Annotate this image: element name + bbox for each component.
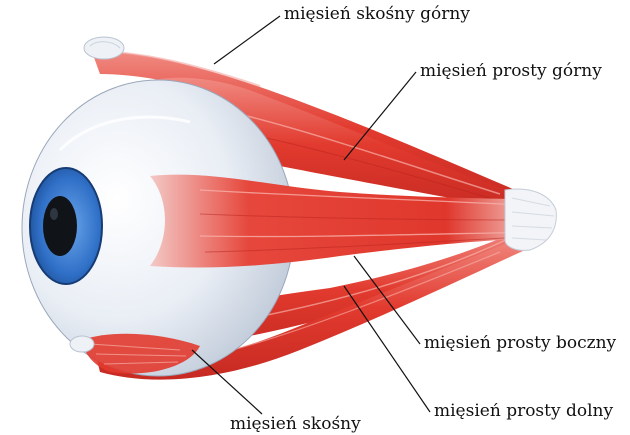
label-lateral-rectus: mięsień prosty boczny (424, 333, 616, 353)
label-inferior-oblique: mięsień skośny (230, 414, 361, 434)
label-superior-rectus: mięsień prosty górny (420, 61, 602, 81)
label-superior-oblique: mięsień skośny górny (284, 4, 470, 24)
trochlea-tendon (84, 37, 124, 59)
annulus-tendon (505, 189, 556, 250)
leader-superior-oblique (214, 16, 280, 64)
label-inferior-rectus: mięsień prosty dolny (434, 401, 613, 421)
lower-tendon-stub (70, 336, 94, 352)
pupil (43, 196, 77, 256)
